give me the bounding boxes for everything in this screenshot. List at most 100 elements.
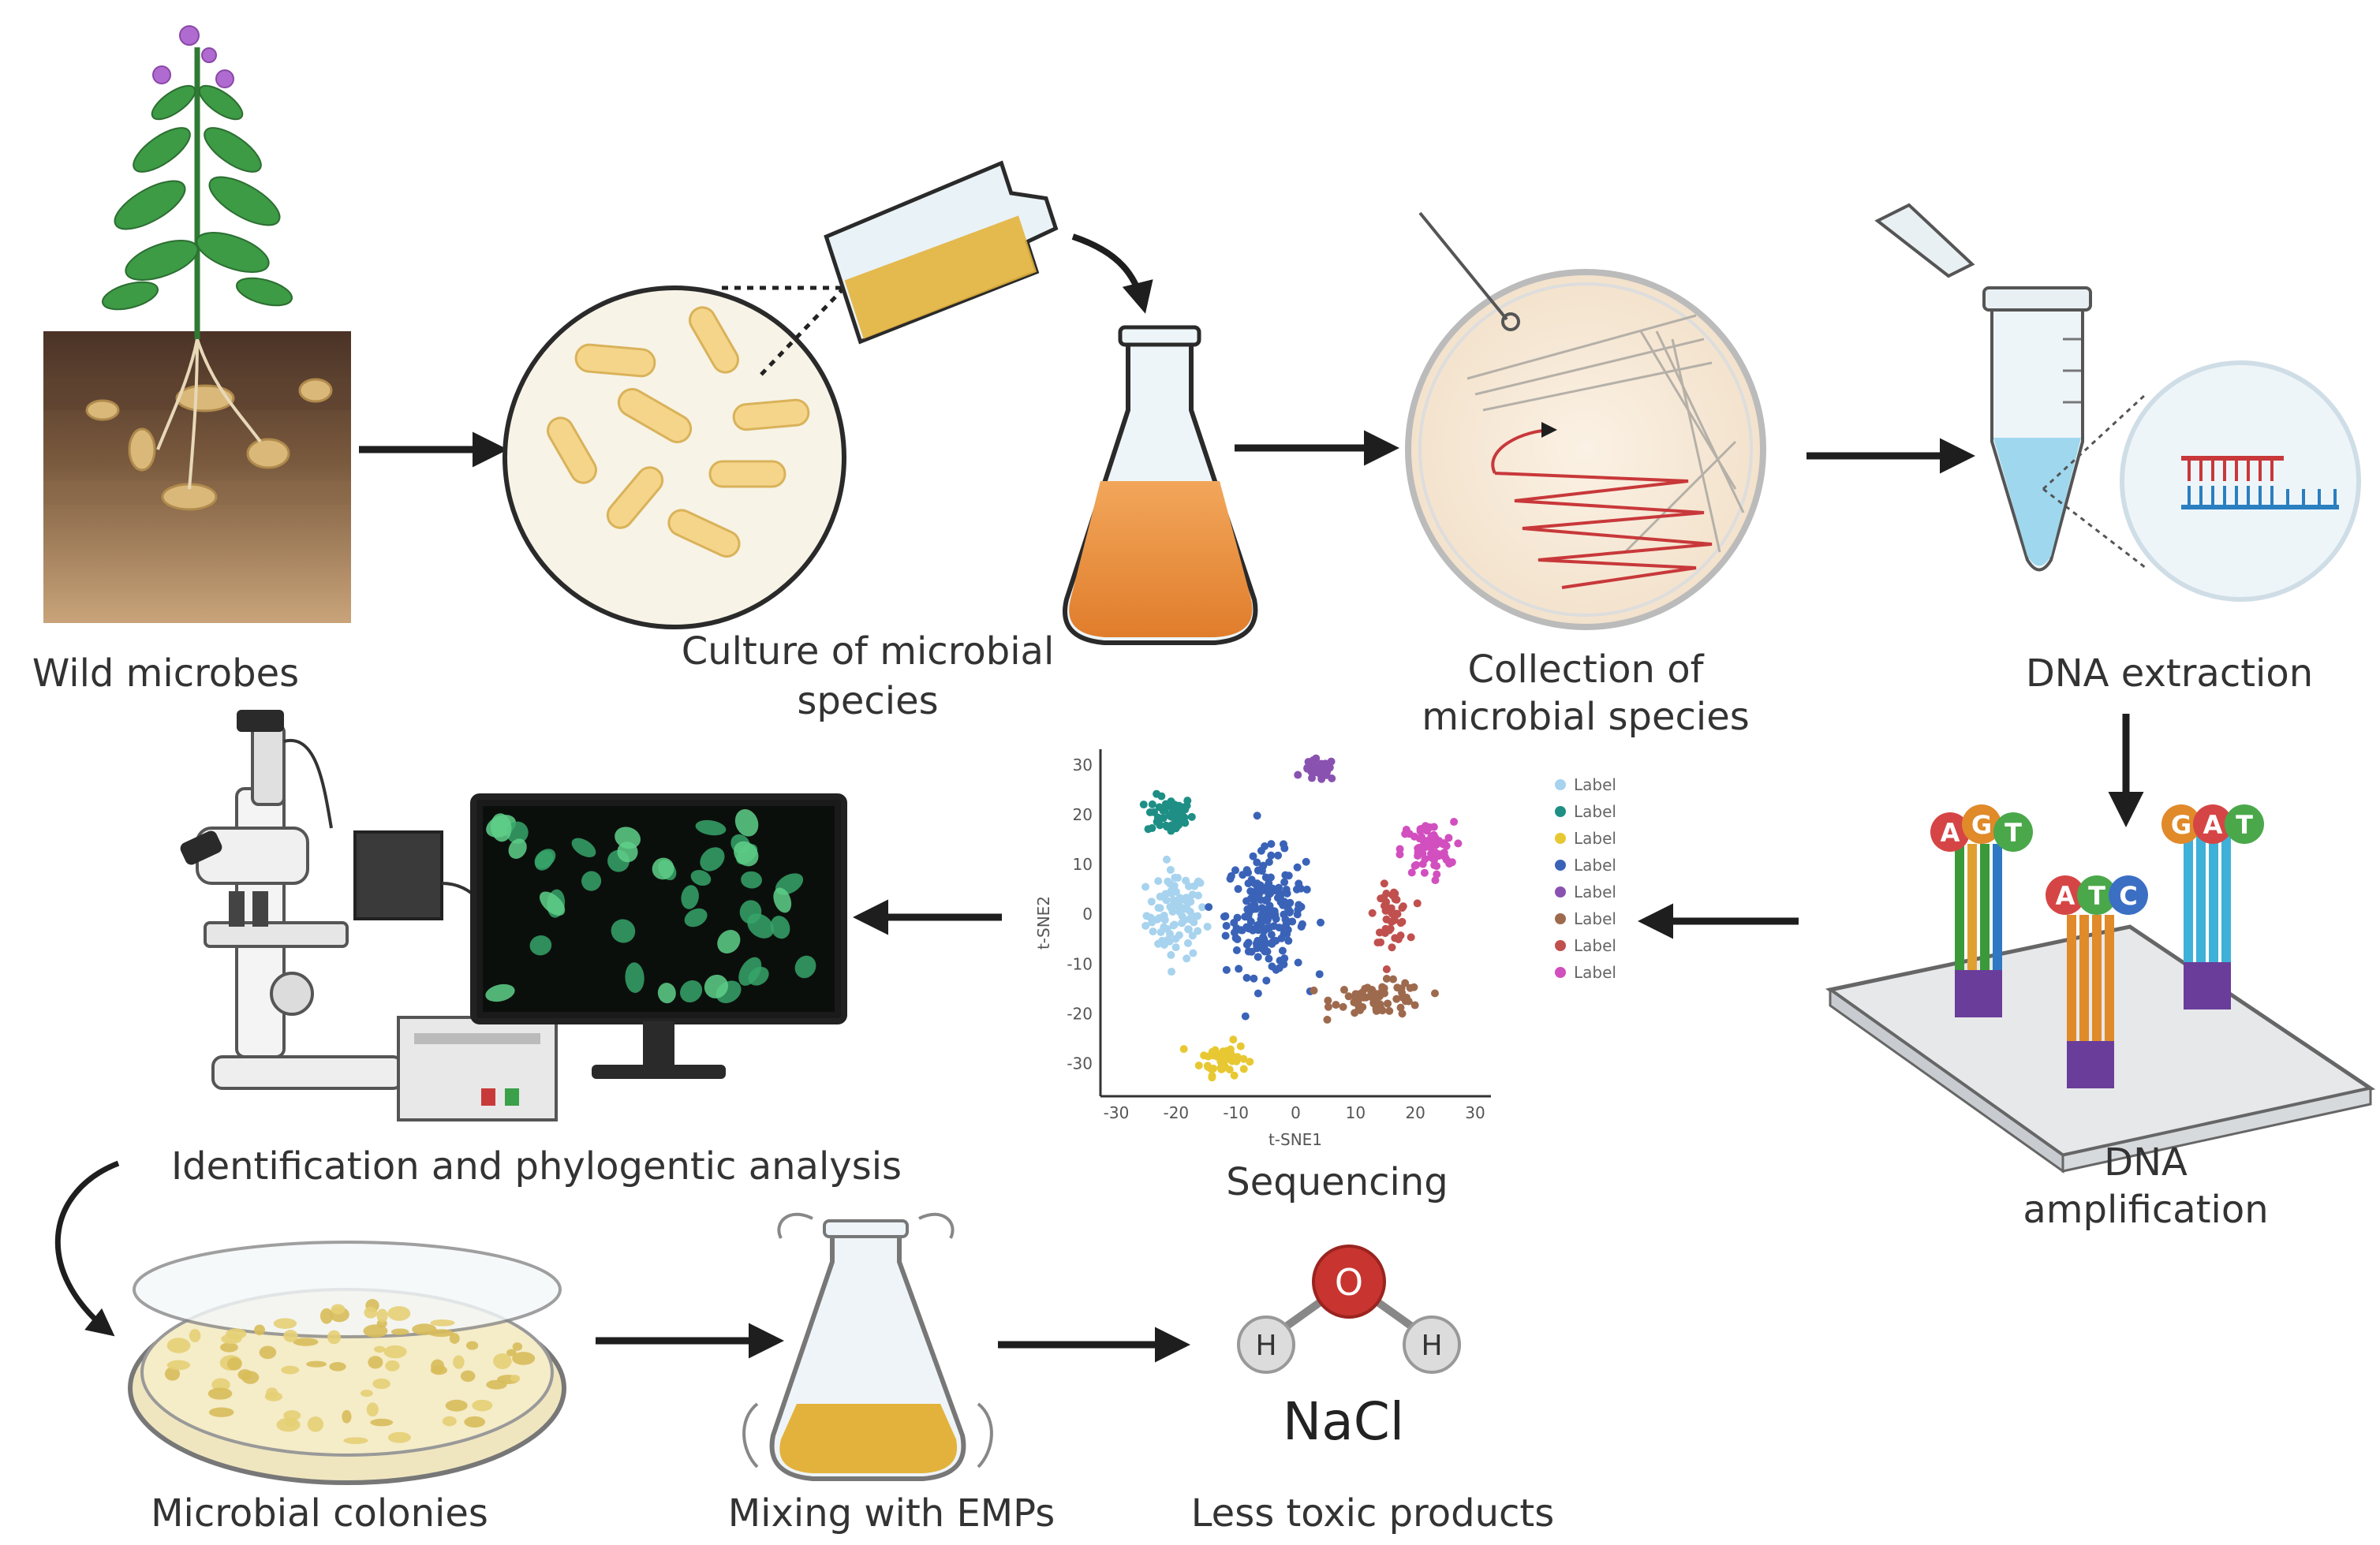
scatter-point <box>1292 885 1301 894</box>
colony <box>464 1416 486 1428</box>
colony <box>307 1416 324 1432</box>
base-circle-right-2 <box>2225 804 2264 844</box>
scatter-point <box>1231 866 1239 875</box>
scatter-point <box>1183 939 1192 947</box>
colony <box>445 1399 468 1412</box>
scatter-point <box>1194 1061 1203 1069</box>
label-nacl: NaCl <box>1283 1391 1404 1452</box>
scatter-point <box>1246 1058 1254 1066</box>
scatter-point <box>1244 879 1253 888</box>
base-circle-middle-1 <box>2077 875 2117 915</box>
scatter-point <box>1253 879 1261 888</box>
scatter-point <box>1212 1051 1220 1060</box>
legend-swatch <box>1555 833 1566 844</box>
scatter-point <box>1254 866 1262 875</box>
microscope-monitor-illustration <box>180 710 847 1121</box>
scatter-point <box>1267 840 1276 849</box>
scatter-point <box>1198 903 1207 912</box>
scatter-point <box>1170 882 1179 890</box>
scatter-point <box>1203 922 1212 931</box>
colony <box>390 1328 409 1335</box>
scatter-point <box>1302 885 1311 894</box>
scatter-point <box>1381 906 1390 915</box>
scatter-point <box>1254 953 1262 961</box>
colony <box>208 1407 234 1417</box>
scatter-point <box>1262 976 1271 985</box>
scatter-point <box>1442 842 1451 850</box>
scatter-point <box>1139 800 1148 809</box>
y-tick-label: -20 <box>1067 1004 1093 1023</box>
scatter-point <box>1241 1012 1250 1021</box>
fluorescent-cell <box>529 935 552 956</box>
scatter-point <box>1167 827 1175 835</box>
fluorescent-cell <box>734 809 759 837</box>
base-left-0: A <box>1941 818 1960 848</box>
colony <box>387 1431 411 1443</box>
scatter-point <box>1179 1045 1188 1054</box>
scatter-point <box>1407 868 1416 877</box>
scatter-point <box>1158 936 1167 945</box>
scatter-point <box>1208 1073 1216 1082</box>
scatter-point <box>1376 938 1384 946</box>
scatter-point <box>1415 834 1424 843</box>
scatter-point <box>1406 983 1414 992</box>
scatter-point <box>1166 902 1175 911</box>
scatter-point <box>1230 1071 1239 1080</box>
colony <box>512 1352 536 1365</box>
scatter-point <box>1204 1062 1212 1071</box>
scatter-point <box>1235 965 1243 973</box>
fluorescent-cell <box>741 871 762 889</box>
scatter-point <box>1293 863 1302 871</box>
fluorescent-cell <box>485 983 515 1002</box>
colony <box>220 1342 238 1353</box>
fluorescent-cell <box>773 887 792 913</box>
colony <box>211 1378 230 1391</box>
legend-swatch <box>1555 886 1566 898</box>
scatter-point <box>1350 998 1358 1006</box>
scatter-point <box>1188 931 1197 940</box>
base-circle-left-0 <box>1930 812 1970 852</box>
colony <box>342 1409 352 1424</box>
scatter-point <box>1382 974 1391 983</box>
scatter-point <box>1249 852 1257 860</box>
atom-hydrogen-left: H <box>1255 1330 1276 1362</box>
colony <box>226 1357 242 1371</box>
x-tick-label: -30 <box>1104 1103 1130 1122</box>
scatter-point <box>1265 858 1273 867</box>
scatter-point <box>1182 894 1190 902</box>
scatter-point <box>1448 858 1456 867</box>
legend-swatch <box>1555 806 1566 817</box>
base-middle-2: C <box>2119 881 2137 911</box>
scatter-point <box>1194 927 1202 935</box>
collection-plate-illustration <box>1405 211 1766 630</box>
scatter-point <box>1262 924 1271 933</box>
scatter-point <box>1260 935 1268 943</box>
scatter-point <box>1162 855 1171 864</box>
colony <box>226 1328 247 1339</box>
scatter-point <box>1398 1009 1407 1018</box>
fluorescent-cell <box>652 857 674 880</box>
scatter-point <box>1394 935 1403 943</box>
legend-swatch <box>1555 860 1566 871</box>
colony <box>387 1306 411 1321</box>
colony <box>166 1338 191 1353</box>
scatter-point <box>1222 921 1231 930</box>
colony <box>254 1324 265 1336</box>
scatter-point <box>1183 797 1192 805</box>
fluorescent-cell <box>700 847 725 871</box>
scatter-point <box>1396 919 1405 927</box>
fluorescent-cell <box>695 819 727 836</box>
colony <box>281 1365 300 1375</box>
scatter-point <box>1175 894 1184 902</box>
label-collection-line2: microbial species <box>1422 695 1750 739</box>
scatter-point <box>1325 763 1334 772</box>
scatter-point <box>1359 993 1368 1002</box>
scatter-point <box>1275 924 1283 932</box>
scatter-point <box>1282 885 1291 894</box>
scatter-point <box>1167 950 1175 959</box>
scatter-point <box>1437 850 1446 859</box>
y-tick-label: 0 <box>1082 905 1093 924</box>
scatter-point <box>1344 992 1353 1001</box>
scatter-point <box>1278 946 1287 955</box>
